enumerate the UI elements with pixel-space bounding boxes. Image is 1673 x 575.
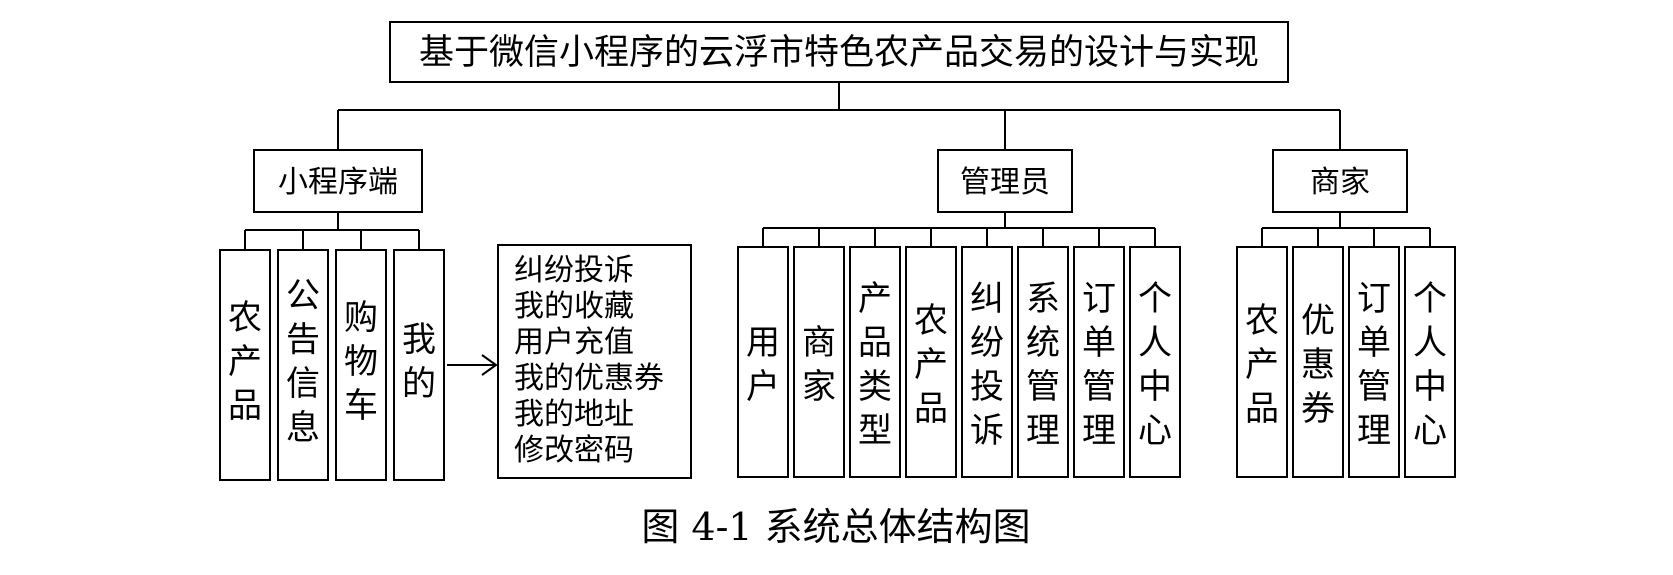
leaf-label: 优惠券 bbox=[1301, 301, 1335, 429]
merchant-leaf: 优惠券 bbox=[1292, 246, 1344, 478]
leaf-label: 公告信息 bbox=[286, 276, 320, 448]
leaf-label: 订单管理 bbox=[1082, 279, 1116, 451]
admin-leaf: 产品类型 bbox=[849, 246, 901, 478]
admin-leaf: 个人中心 bbox=[1129, 246, 1181, 478]
node-admin: 管理员 bbox=[937, 149, 1073, 213]
my-menu-item: 我的地址 bbox=[514, 397, 634, 432]
my-menu-item: 修改密码 bbox=[514, 433, 634, 468]
leaf-label: 个人中心 bbox=[1413, 279, 1447, 451]
node-mini-program-label: 小程序端 bbox=[278, 165, 398, 200]
mini-program-leaf: 公告信息 bbox=[277, 249, 329, 481]
my-menu-item: 用户充值 bbox=[514, 325, 634, 360]
leaf-label: 商家 bbox=[802, 323, 836, 407]
node-mini-program: 小程序端 bbox=[253, 149, 423, 213]
leaf-label: 用户 bbox=[746, 323, 780, 407]
leaf-label: 系统管理 bbox=[1026, 279, 1060, 451]
node-merchant: 商家 bbox=[1272, 149, 1408, 213]
merchant-leaf: 农产品 bbox=[1236, 246, 1288, 478]
admin-leaf: 系统管理 bbox=[1017, 246, 1069, 478]
leaf-label: 农产品 bbox=[914, 301, 948, 429]
admin-leaf: 订单管理 bbox=[1073, 246, 1125, 478]
leaf-label: 产品类型 bbox=[858, 279, 892, 451]
diagram-title: 基于微信小程序的云浮市特色农产品交易的设计与实现 bbox=[419, 33, 1259, 73]
arrow-head-icon bbox=[481, 354, 498, 376]
leaf-label: 纠纷投诉 bbox=[970, 279, 1004, 451]
figure-caption: 图 4-1 系统总体结构图 bbox=[641, 505, 1030, 549]
merchant-leaf: 订单管理 bbox=[1348, 246, 1400, 478]
admin-leaf: 农产品 bbox=[905, 246, 957, 478]
admin-leaf: 纠纷投诉 bbox=[961, 246, 1013, 478]
root-node: 基于微信小程序的云浮市特色农产品交易的设计与实现 bbox=[389, 21, 1289, 83]
node-admin-label: 管理员 bbox=[960, 165, 1050, 200]
leaf-label: 订单管理 bbox=[1357, 279, 1391, 451]
leaf-label: 农产品 bbox=[1245, 301, 1279, 429]
leaf-label: 购物车 bbox=[344, 298, 378, 426]
node-merchant-label: 商家 bbox=[1310, 165, 1370, 200]
leaf-label: 个人中心 bbox=[1138, 279, 1172, 451]
admin-leaf: 用户 bbox=[737, 246, 789, 478]
mini-program-leaf: 我的 bbox=[393, 249, 445, 481]
my-menu-item: 我的优惠券 bbox=[514, 361, 664, 396]
leaf-label: 农产品 bbox=[228, 298, 262, 426]
admin-leaf: 商家 bbox=[793, 246, 845, 478]
mini-program-leaf: 农产品 bbox=[219, 249, 271, 481]
leaf-label: 我的 bbox=[402, 320, 436, 404]
my-menu-item: 我的收藏 bbox=[514, 289, 634, 324]
my-menu-item: 纠纷投诉 bbox=[514, 253, 634, 288]
merchant-leaf: 个人中心 bbox=[1404, 246, 1456, 478]
mini-program-leaf: 购物车 bbox=[335, 249, 387, 481]
